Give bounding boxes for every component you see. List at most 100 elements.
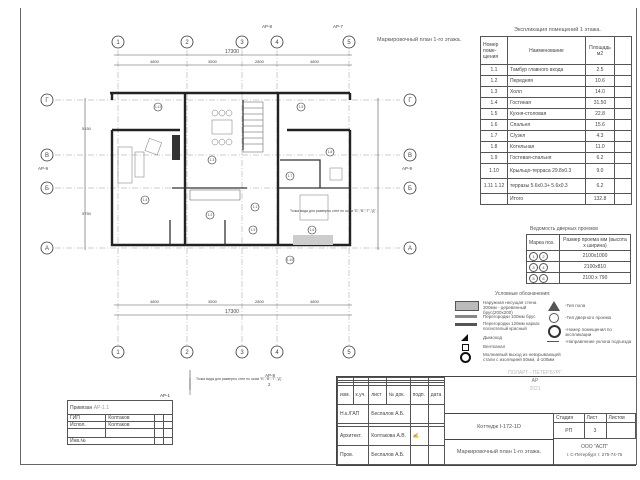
title-block: изм. к.уч. лист № док. подп. дата Н.к./Г…	[336, 376, 637, 466]
dim-side: 5750	[82, 211, 92, 216]
stairs	[189, 101, 264, 201]
axis-label-row: Г	[45, 98, 49, 104]
explication-cell: Передняя	[507, 75, 586, 87]
section-mark: АР-7	[333, 24, 344, 29]
approval-person: Колтаков	[105, 414, 155, 422]
col-header: Площадь м2	[585, 36, 615, 65]
dim-seg: 4800	[150, 59, 160, 64]
section-mark: АР-9	[402, 166, 413, 171]
outlet-icon	[460, 352, 471, 363]
room-marker: 1.2	[208, 213, 213, 217]
approval-label: Привязан	[70, 404, 93, 411]
room-marker: 1.11	[155, 105, 161, 109]
room-marker: 1.4	[143, 198, 148, 202]
explication-cell: Крыльцо-терраса 29.8х0.3	[507, 163, 586, 179]
sheet-name: Маркировочный план 1-го этажа.	[456, 449, 542, 455]
approval-person: Колтаков	[105, 421, 155, 429]
wall-swatch	[455, 301, 479, 311]
dim-seg: 4800	[310, 299, 320, 304]
room-marker: 1.1	[253, 205, 258, 209]
explication-cell: Спальня	[507, 119, 586, 131]
stage-value: РП	[553, 422, 585, 439]
explication-cell: 11.0	[585, 141, 615, 153]
section-mark: АР-9	[38, 166, 49, 171]
col-header: к.уч.	[352, 385, 370, 406]
stage-header: Стадия	[553, 413, 585, 423]
explication-cell: 1.4	[480, 97, 508, 109]
room-marker: 1.10	[287, 258, 293, 262]
organization-address: г. С-Петербург т. 275-74-75	[566, 452, 623, 457]
stamp-text: ПОЛАРТ - ПЕТЕРБУРГ	[508, 370, 562, 376]
dim-seg: 4800	[150, 299, 160, 304]
explication-cell: 132.8	[585, 193, 615, 205]
legend-symbol: -Тип пола	[565, 303, 586, 308]
floor-plan: 17300 17300 4800 3500 2800 4800 4800 350…	[38, 24, 417, 395]
dim-overall-top: 17300	[225, 49, 239, 55]
door-mark-icon: 5	[529, 273, 538, 283]
explication-cell: Котельная	[507, 141, 586, 153]
blank-cell	[614, 130, 632, 142]
legend-symbol: -Направление уклона подъезда	[565, 339, 632, 344]
section-mark: АР-8	[265, 373, 276, 378]
explication-cell: 14.0	[585, 86, 615, 98]
explication-cell: Итого	[507, 193, 586, 205]
project-name: Коттедж I-172-1D	[477, 424, 521, 430]
person: Беспалов А.Б.	[368, 404, 411, 425]
axis-label-5: 5	[347, 350, 351, 356]
col-header: дата	[427, 385, 446, 406]
blank-cell	[614, 152, 632, 164]
door-mark-icon: 4	[539, 262, 548, 272]
dimension-lines	[84, 54, 379, 316]
explication-cell: 15.6	[585, 119, 615, 131]
blank-cell	[614, 97, 632, 109]
legend-item: Наружная несущая стена 300мм - деревянны…	[483, 300, 537, 315]
room-marker: 1.9	[251, 228, 256, 232]
door-size: 2100 x 790	[559, 272, 631, 284]
axis-label-row: А	[408, 246, 412, 252]
axis-label-3: 3	[240, 40, 244, 46]
organization: ООО "АСП"	[580, 444, 609, 450]
person: Беспалов А.Б.	[368, 444, 411, 466]
col-header: подп.	[409, 385, 429, 406]
explication-cell: 1.5	[480, 108, 508, 120]
door-type-icon	[549, 313, 559, 323]
explication-cell: Кухня-столовая	[507, 108, 586, 120]
door-mark-icon: 1	[529, 251, 538, 261]
sheet-frame	[20, 8, 637, 465]
approval-role: ГИП	[66, 414, 107, 422]
explication-cell: 1.9	[480, 152, 508, 164]
blank-cell	[614, 178, 632, 194]
partition-swatch	[455, 323, 477, 326]
explication-cell: 22.8	[585, 108, 615, 120]
sheet-value: 3	[583, 422, 607, 439]
view-note: Точка вида для разверты стен по осям "Б"…	[290, 209, 377, 213]
axis-label-4: 4	[275, 350, 279, 356]
slope-arrow-icon	[547, 341, 559, 342]
explication-cell	[480, 193, 508, 205]
doors-title: Ведомость дверных проемов	[530, 226, 598, 232]
explication-cell: Гостиная	[507, 97, 586, 109]
signature: ✍	[409, 425, 429, 446]
legend-item: Дымоход	[483, 335, 503, 340]
stamp-text: АР	[531, 378, 539, 384]
dim-side: 5150	[82, 126, 92, 131]
blank-cell	[614, 141, 632, 153]
dim-overall-bottom: 17300	[225, 309, 239, 315]
explication-cell: 1.8	[480, 141, 508, 153]
axis-label-1: 1	[116, 350, 120, 356]
legend-title: Условные обозначения:	[495, 291, 551, 297]
approval-role: Испол.	[66, 421, 107, 429]
view-note-bottom: Точка вида для разверты стен по осям "Б"…	[196, 377, 283, 381]
chimney-icon	[461, 334, 468, 341]
axis-lines	[55, 50, 400, 345]
explication-cell: 1.6	[480, 119, 508, 131]
explication-cell: С/узел	[507, 130, 586, 142]
axis-label-1: 1	[116, 40, 120, 46]
